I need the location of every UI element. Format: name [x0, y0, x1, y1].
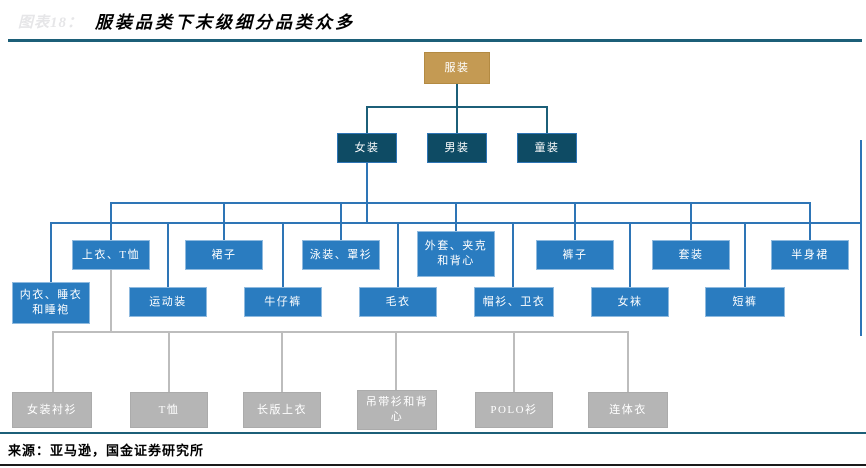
node-kids: 童装 — [517, 133, 577, 163]
node-half-skirt: 半身裙 — [771, 240, 849, 270]
connector-line — [455, 202, 457, 231]
connector-line — [627, 331, 629, 393]
connector-bus-level4 — [52, 331, 629, 333]
connector-line — [110, 270, 112, 333]
node-shorts: 短裤 — [705, 287, 785, 317]
connector-line — [513, 331, 515, 393]
node-underwear-sleepwear: 内衣、睡衣和睡袍 — [12, 282, 90, 324]
connector-line — [366, 106, 368, 133]
connector-bus-row1 — [110, 202, 811, 204]
connector-line — [52, 331, 54, 393]
connector-line — [395, 331, 397, 391]
connector-line — [546, 106, 548, 133]
connector-line — [512, 222, 514, 288]
title-divider-rule — [8, 39, 862, 42]
node-root-clothing: 服装 — [424, 52, 490, 84]
node-jeans: 牛仔裤 — [244, 287, 322, 317]
node-pants: 裤子 — [536, 240, 614, 270]
connector-line — [809, 202, 811, 240]
node-womens: 女装 — [337, 133, 397, 163]
connector-line — [167, 222, 169, 288]
node-camisoles-vests: 吊带衫和背心 — [357, 390, 437, 430]
node-coats-jackets-vests: 外套、夹克和背心 — [417, 231, 495, 277]
footer-divider-rule — [0, 432, 866, 434]
connector-line — [629, 222, 631, 288]
node-suits: 套装 — [652, 240, 730, 270]
connector-line — [456, 84, 458, 133]
connector-line — [281, 331, 283, 393]
node-skirts: 裙子 — [185, 240, 263, 270]
connector-bus-row2 — [50, 222, 862, 224]
node-swimwear: 泳装、罩衫 — [302, 240, 380, 270]
node-womens-shirts: 女装衬衫 — [12, 392, 92, 428]
node-jumpsuits: 连体衣 — [588, 392, 668, 428]
node-mens: 男装 — [427, 133, 487, 163]
node-sportswear: 运动装 — [129, 287, 207, 317]
node-womens-socks: 女袜 — [591, 287, 669, 317]
connector-line-right-edge — [860, 140, 862, 336]
node-sweaters: 毛衣 — [359, 287, 437, 317]
figure-title: 服装品类下末级细分品类众多 — [95, 13, 355, 32]
source-note: 来源：亚马逊，国金证券研究所 — [8, 443, 205, 458]
bottom-border-rule — [0, 464, 866, 466]
connector-line — [366, 163, 368, 224]
connector-line — [282, 222, 284, 288]
connector-line — [168, 331, 170, 393]
connector-line — [50, 222, 52, 283]
connector-line — [744, 222, 746, 288]
connector-line — [690, 202, 692, 240]
connector-line — [340, 202, 342, 240]
connector-line — [574, 202, 576, 240]
node-polo-shirts: POLO衫 — [475, 392, 553, 428]
node-long-tops: 长版上衣 — [243, 392, 321, 428]
node-tops-tshirt: 上衣、T恤 — [72, 240, 150, 270]
connector-line — [223, 202, 225, 240]
connector-line — [110, 202, 112, 240]
connector-line — [397, 222, 399, 288]
figure-number-watermark: 图表18： — [18, 15, 84, 31]
node-tshirt-leaf: T恤 — [130, 392, 208, 428]
connector-line — [366, 106, 548, 108]
node-hoodies: 帽衫、卫衣 — [474, 287, 554, 317]
